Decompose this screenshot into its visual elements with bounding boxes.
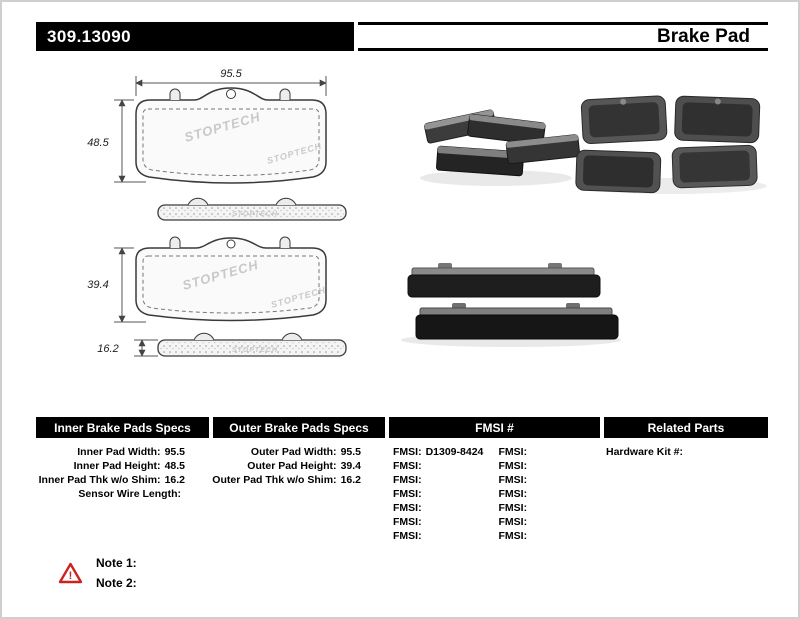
fmsi-rows: FMSI: D1309-8424 FMSI: FMSI: FMSI: <box>389 438 600 543</box>
fmsi-row: FMSI: <box>495 501 601 515</box>
fmsi-table: FMSI # FMSI: D1309-8424 FMSI: FMSI: <box>389 417 600 543</box>
inner-specs-table: Inner Brake Pads Specs Inner Pad Width: … <box>36 417 209 501</box>
fmsi-column-right: FMSI: FMSI: FMSI: FMSI: <box>495 445 601 543</box>
spec-value: 16.2 <box>340 474 361 486</box>
fmsi-label: FMSI: <box>498 502 528 514</box>
spec-row: Inner Pad Width: 95.5 <box>36 445 209 459</box>
warning-icon: ! <box>58 562 83 584</box>
fmsi-header: FMSI # <box>389 417 600 438</box>
part-number: 309.13090 <box>47 26 131 46</box>
product-title-bar: Brake Pad <box>358 22 768 51</box>
fmsi-title: FMSI # <box>475 420 514 435</box>
spec-label: Inner Pad Width: <box>77 446 161 458</box>
fmsi-row: FMSI: <box>495 473 601 487</box>
spec-row: Outer Pad Thk w/o Shim: 16.2 <box>212 473 385 487</box>
dimension-thickness: 16.2 <box>97 339 158 357</box>
spec-value: 48.5 <box>164 460 185 472</box>
spec-value: 16.2 <box>164 474 185 486</box>
inner-specs-rows: Inner Pad Width: 95.5 Inner Pad Height: … <box>36 438 209 501</box>
product-title: Brake Pad <box>657 25 750 47</box>
related-parts-table: Related Parts Hardware Kit #: <box>604 417 768 459</box>
stoptech-watermark: STOPTECH <box>232 211 278 218</box>
outer-specs-table: Outer Brake Pads Specs Outer Pad Width: … <box>212 417 385 487</box>
spec-row: Outer Pad Width: 95.5 <box>213 445 385 459</box>
spec-label: Inner Pad Height: <box>73 460 161 472</box>
inner-pad-front-drawing: STOPTECH STOPTECH <box>135 87 327 184</box>
spec-value: 95.5 <box>340 446 361 458</box>
dim-outer-height-label: 39.4 <box>87 279 108 291</box>
note-lines: Note 1: Note 2: <box>96 553 137 593</box>
fmsi-label: FMSI: <box>498 460 528 472</box>
fmsi-label: FMSI: <box>393 460 422 472</box>
fmsi-label: FMSI: <box>498 530 528 542</box>
dimension-outer-height: 39.4 <box>87 247 146 323</box>
fmsi-row: FMSI: <box>389 501 495 515</box>
fmsi-label: FMSI: <box>498 516 528 528</box>
fmsi-label: FMSI: <box>498 446 528 458</box>
dim-width-label: 95.5 <box>220 68 242 80</box>
product-photo-loose-pads <box>420 109 581 186</box>
part-number-bar: 309.13090 <box>36 22 354 51</box>
fmsi-value: D1309-8424 <box>425 446 484 458</box>
outer-specs-header: Outer Brake Pads Specs <box>213 417 385 438</box>
note-1-label: Note 1: <box>96 556 137 570</box>
spec-label: Outer Pad Width: <box>250 446 337 458</box>
inner-pad-side-drawing: STOPTECH <box>157 197 347 221</box>
fmsi-label: FMSI: <box>498 488 528 500</box>
spec-label: Sensor Wire Length: <box>78 488 181 500</box>
related-parts-title: Related Parts <box>647 420 725 435</box>
related-label: Hardware Kit #: <box>606 446 684 458</box>
related-parts-header: Related Parts <box>604 417 768 438</box>
fmsi-row: FMSI: <box>389 529 495 543</box>
related-parts-rows: Hardware Kit #: <box>604 438 768 459</box>
product-photo-pad-profiles <box>401 263 621 347</box>
inner-specs-header: Inner Brake Pads Specs <box>36 417 209 438</box>
outer-specs-title: Outer Brake Pads Specs <box>229 420 369 435</box>
fmsi-row: FMSI: <box>495 445 601 459</box>
spec-label: Outer Pad Thk w/o Shim: <box>212 474 337 486</box>
fmsi-row: FMSI: <box>495 529 601 543</box>
fmsi-row: FMSI: <box>495 459 601 473</box>
outer-specs-rows: Outer Pad Width: 95.5 Outer Pad Height: … <box>212 438 385 487</box>
fmsi-label: FMSI: <box>393 516 422 528</box>
spec-label: Outer Pad Height: <box>247 460 337 472</box>
product-photo-pad-set <box>575 95 767 194</box>
spec-row: Inner Pad Height: 48.5 <box>36 459 209 473</box>
fmsi-column-left: FMSI: D1309-8424 FMSI: FMSI: FMSI: <box>389 445 495 543</box>
dimension-width: 95.5 <box>135 68 327 96</box>
dim-thickness-label: 16.2 <box>97 343 118 355</box>
related-row: Hardware Kit #: <box>604 445 768 459</box>
specs-section: Inner Brake Pads Specs Inner Pad Width: … <box>2 417 798 552</box>
stoptech-watermark: STOPTECH <box>232 347 278 354</box>
note-2-label: Note 2: <box>96 576 137 590</box>
spec-row: Sensor Wire Length: <box>36 487 209 501</box>
spec-row: Outer Pad Height: 39.4 <box>213 459 385 473</box>
spec-row: Inner Pad Thk w/o Shim: 16.2 <box>36 473 209 487</box>
notes-section: ! Note 1: Note 2: <box>58 553 137 593</box>
fmsi-label: FMSI: <box>393 502 422 514</box>
spec-label: Inner Pad Thk w/o Shim: <box>38 474 161 486</box>
outer-pad-front-drawing: STOPTECH STOPTECH <box>135 236 327 322</box>
outer-pad-side-drawing: STOPTECH <box>157 332 347 357</box>
warning-exclamation: ! <box>69 570 73 582</box>
fmsi-label: FMSI: <box>393 488 422 500</box>
fmsi-label: FMSI: <box>498 474 528 486</box>
fmsi-row: FMSI: D1309-8424 <box>389 445 495 459</box>
technical-diagram: STOPTECH STOPTECH 95.5 48.5 STOPTECH <box>87 68 767 357</box>
fmsi-row: FMSI: <box>389 515 495 529</box>
dim-inner-height-label: 48.5 <box>87 137 109 149</box>
spec-value: 95.5 <box>164 446 185 458</box>
header: 309.13090 Brake Pad <box>36 22 768 51</box>
fmsi-label: FMSI: <box>393 530 422 542</box>
fmsi-row: FMSI: <box>495 487 601 501</box>
spec-value: 39.4 <box>340 460 361 472</box>
fmsi-label: FMSI: <box>393 446 422 458</box>
fmsi-row: FMSI: <box>389 487 495 501</box>
fmsi-row: FMSI: <box>495 515 601 529</box>
fmsi-row: FMSI: <box>389 473 495 487</box>
fmsi-row: FMSI: <box>389 459 495 473</box>
dimension-inner-height: 48.5 <box>87 99 146 183</box>
fmsi-label: FMSI: <box>393 474 422 486</box>
inner-specs-title: Inner Brake Pads Specs <box>54 420 191 435</box>
